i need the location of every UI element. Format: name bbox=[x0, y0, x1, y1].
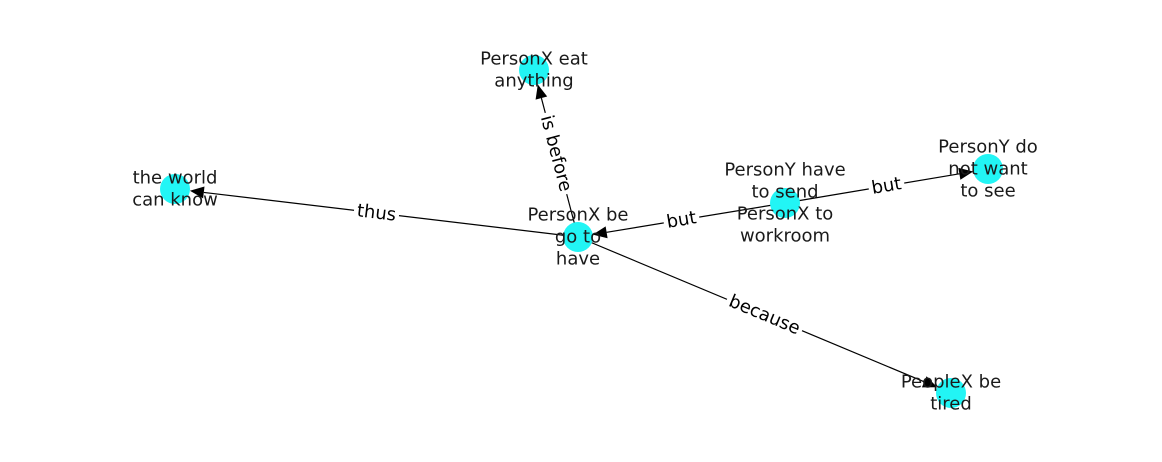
node-label-line: the world bbox=[133, 168, 218, 189]
node-label-line: have bbox=[556, 249, 600, 270]
node-label-line: PersonX be bbox=[527, 205, 628, 226]
node-label-line: to see bbox=[960, 181, 1015, 202]
arrowhead-send-want bbox=[958, 167, 974, 180]
edge-label-text: is before bbox=[536, 113, 576, 194]
edge-label-background bbox=[534, 109, 578, 198]
node-label-line: PersonX to bbox=[737, 204, 834, 225]
edge-label-because: because bbox=[722, 288, 807, 342]
nodes-layer bbox=[160, 55, 1003, 408]
node-label-line: anything bbox=[494, 71, 573, 92]
node-label-line: PersonY do bbox=[938, 137, 1038, 158]
arrowhead-center-world bbox=[189, 186, 205, 199]
node-label-line: workroom bbox=[740, 226, 830, 247]
node-eat bbox=[519, 55, 549, 85]
arrowhead-center-eat bbox=[535, 84, 548, 100]
edge-label-text: but bbox=[870, 173, 903, 199]
edge-label-text: but bbox=[665, 207, 698, 233]
edges-layer bbox=[189, 84, 974, 388]
node-world bbox=[160, 174, 190, 204]
edge-label-text: because bbox=[726, 291, 804, 339]
edge-label-but: but bbox=[866, 171, 907, 201]
node-label-line: can know bbox=[132, 190, 218, 211]
node-label-line: tired bbox=[930, 394, 972, 415]
node-label-line: go to bbox=[555, 227, 601, 248]
node-center bbox=[563, 222, 593, 252]
node-label-line: to send bbox=[751, 182, 818, 203]
edge-label-background bbox=[352, 198, 401, 228]
node-tired bbox=[936, 378, 966, 408]
edge-label-thus: thus bbox=[352, 198, 401, 228]
node-label-line: PersonX eat bbox=[480, 49, 588, 70]
edge-label-is-before: is before bbox=[534, 109, 578, 198]
node-want bbox=[973, 154, 1003, 184]
node-label-line: PeopleX be bbox=[901, 372, 1001, 393]
node-label-line: not want bbox=[948, 159, 1027, 180]
edge-label-background bbox=[866, 171, 907, 201]
node-send bbox=[770, 188, 800, 218]
edge-label-but: but bbox=[661, 205, 702, 235]
edge-label-background bbox=[661, 205, 702, 235]
arrowhead-send-center bbox=[592, 226, 608, 239]
edge-label-text: thus bbox=[356, 200, 397, 225]
node-label-line: PersonY have bbox=[724, 160, 845, 181]
arrowhead-center-tired bbox=[921, 376, 938, 388]
edge-label-background bbox=[722, 288, 807, 342]
